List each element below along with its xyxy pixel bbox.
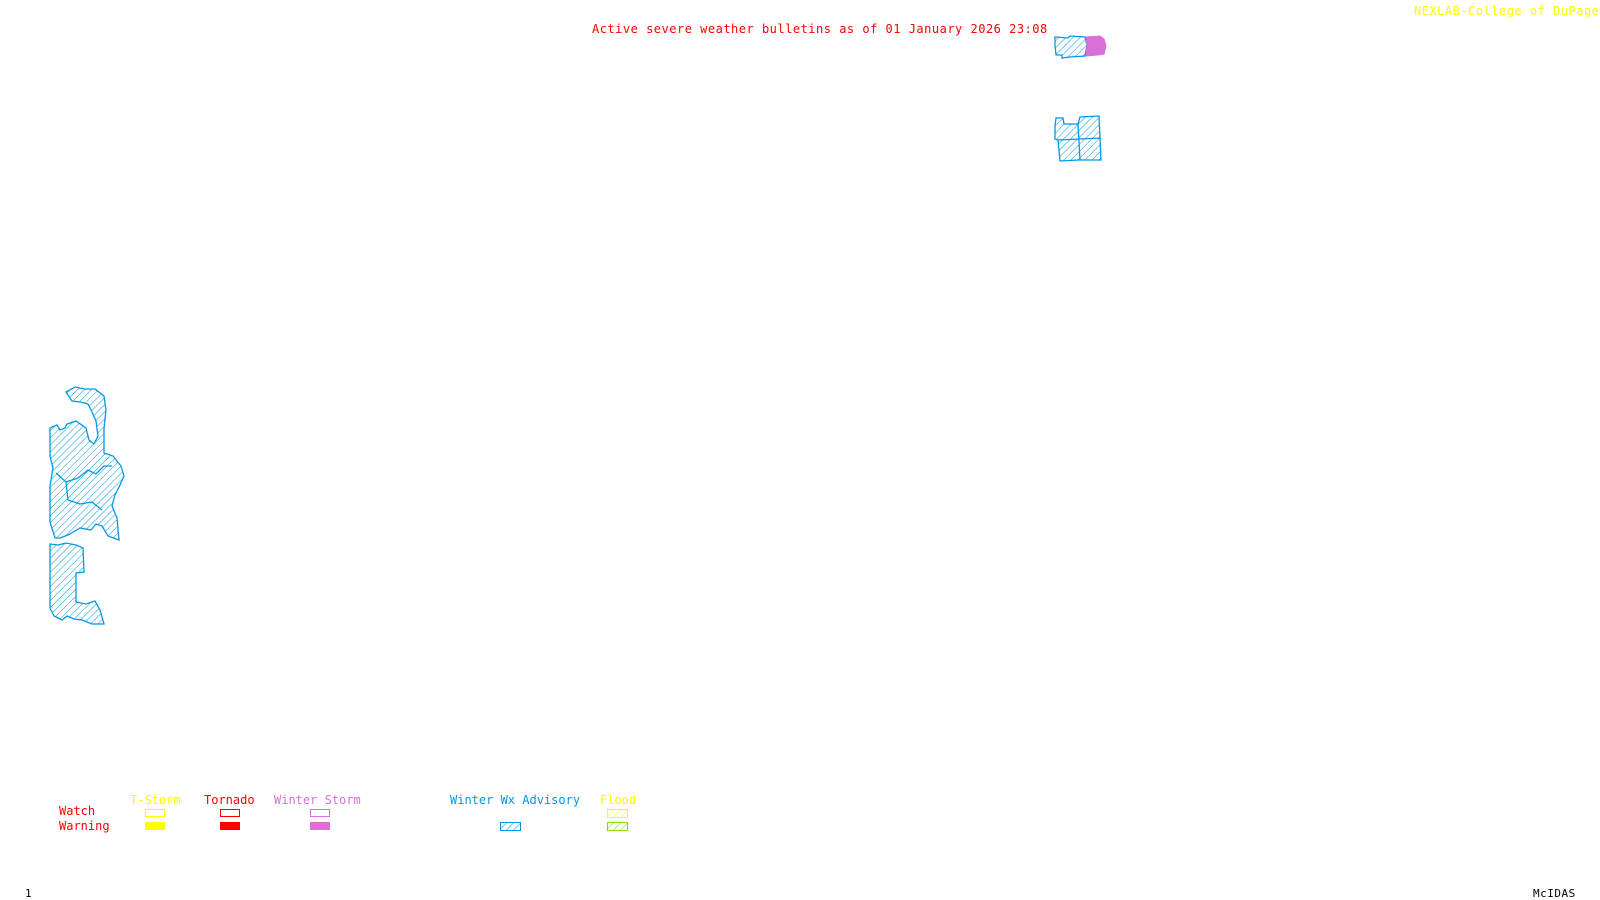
credit-text: NEXLAB-College of DuPage — [1414, 4, 1600, 18]
legend-winter-storm-watch-swatch — [310, 809, 330, 817]
bulletin-title: Active severe weather bulletins as of 01… — [592, 22, 1048, 36]
winter-wx-advisory-west-north — [49, 386, 125, 541]
legend-tornado-label: Tornado — [204, 793, 255, 807]
legend-tstorm-watch-swatch — [145, 809, 165, 817]
software-label: McIDAS — [1533, 887, 1576, 900]
legend-tstorm-warning-swatch — [145, 822, 165, 830]
frame-number: 1 — [25, 887, 33, 900]
winter-storm-warning-northeast — [1085, 35, 1107, 57]
legend-tornado-warning-swatch — [220, 822, 240, 830]
legend-warning-label: Warning — [59, 819, 110, 833]
legend-watch-label: Watch — [59, 804, 96, 818]
legend-flood-watch-swatch — [607, 809, 628, 818]
legend-winter-wx-advisory-swatch — [500, 822, 521, 831]
nexlab-credit: NEXLAB-College of DuPage ⌧ — [1414, 4, 1600, 18]
legend-tstorm-label: T-Storm — [130, 793, 181, 807]
legend-flood-warning-swatch — [607, 822, 628, 831]
winter-wx-advisory-northeast-north — [1054, 35, 1088, 59]
legend-flood-label: Flood — [600, 793, 637, 807]
winter-wx-advisory-west-south — [49, 542, 105, 625]
legend-winter-storm-warning-swatch — [310, 822, 330, 830]
legend-winter-wx-advisory-label: Winter Wx Advisory — [450, 793, 581, 807]
legend-tornado-watch-swatch — [220, 809, 240, 817]
legend-winter-storm-label: Winter Storm — [274, 793, 361, 807]
